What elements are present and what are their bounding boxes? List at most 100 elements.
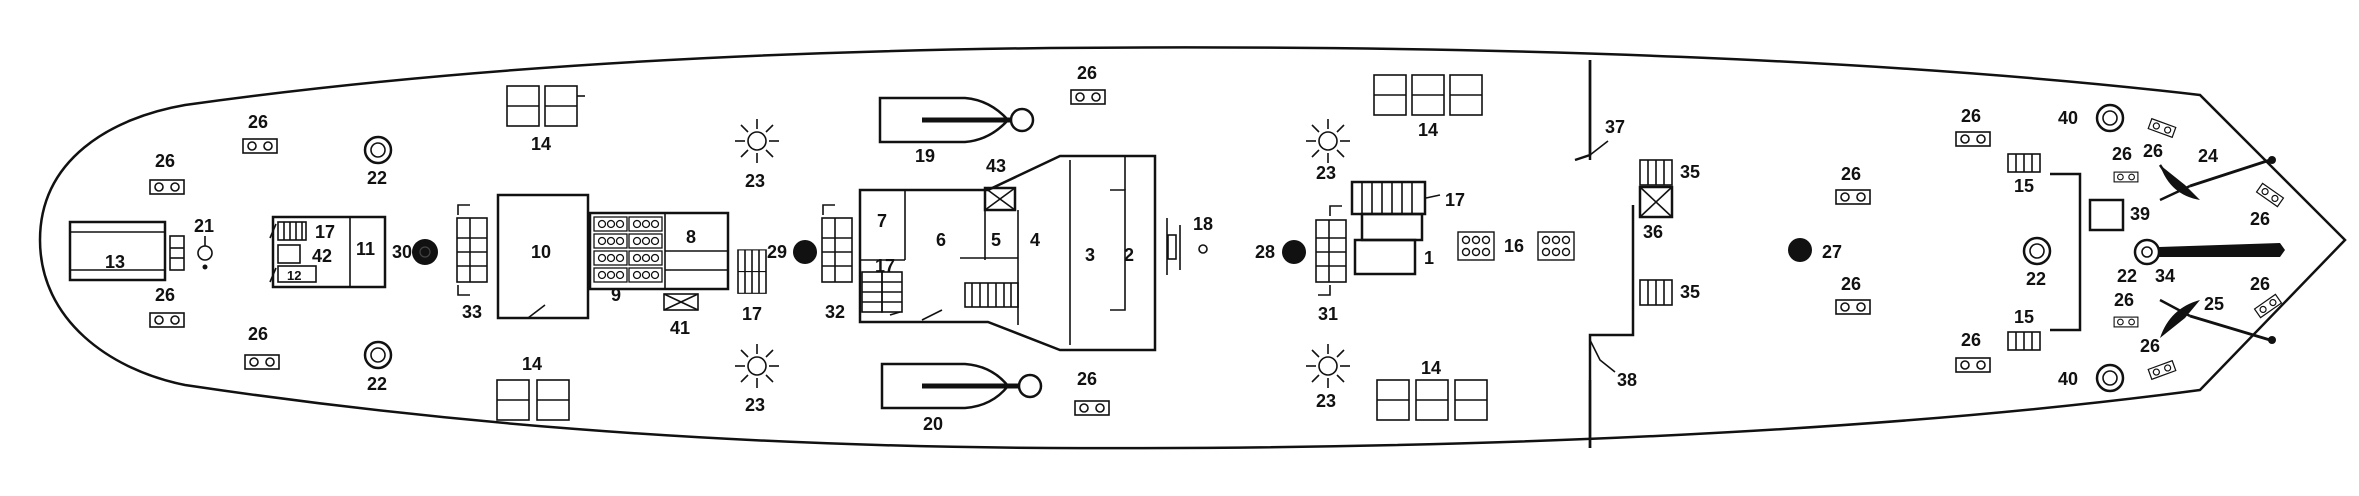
sun-icon — [734, 343, 780, 389]
label-29: 29 — [767, 242, 787, 262]
label-31: 31 — [1318, 304, 1338, 324]
label-15: 15 — [2014, 176, 2034, 196]
label-34: 34 — [2155, 266, 2175, 286]
stair-17 — [737, 249, 767, 295]
label-16: 16 — [1504, 236, 1524, 256]
bollard-pair — [244, 354, 280, 370]
storage-9 — [588, 211, 730, 291]
label-1: 1 — [1424, 248, 1434, 268]
main-deckhouse — [858, 154, 1157, 352]
box-39 — [2088, 198, 2125, 232]
bowsprit — [2133, 238, 2285, 266]
bollard-pair — [1835, 299, 1871, 315]
label-14: 14 — [522, 354, 542, 374]
label-17: 17 — [875, 256, 895, 276]
label-40: 40 — [2058, 369, 2078, 389]
label-22: 22 — [2117, 266, 2137, 286]
label-15: 15 — [2014, 307, 2034, 327]
aft-deckhouse — [269, 215, 387, 289]
label-25: 25 — [2204, 294, 2224, 314]
hatch-35-36 — [1638, 159, 1674, 306]
label-40: 40 — [2058, 108, 2078, 128]
forward-house — [1350, 180, 1441, 276]
label-23: 23 — [1316, 391, 1336, 411]
crate — [1454, 379, 1488, 421]
label-9: 9 — [611, 285, 621, 305]
crate — [1411, 74, 1445, 116]
label-26: 26 — [2250, 274, 2270, 294]
sun-icon — [1305, 343, 1351, 389]
label-26: 26 — [1841, 274, 1861, 294]
chain-locker-15 — [2007, 153, 2082, 351]
label-26: 26 — [1961, 106, 1981, 126]
ring-bollard — [363, 340, 393, 370]
ring-bollard — [363, 135, 393, 165]
box-41 — [663, 293, 699, 311]
sun-icon — [1305, 118, 1351, 164]
crate — [1415, 379, 1449, 421]
label-26: 26 — [1841, 164, 1861, 184]
label-18: 18 — [1193, 214, 1213, 234]
label-14: 14 — [531, 134, 551, 154]
lifeboat-19 — [878, 96, 1035, 144]
bollard-pair — [2113, 171, 2139, 183]
bollard-pair — [1074, 400, 1110, 416]
anchor-icon — [2159, 298, 2276, 344]
label-26: 26 — [2114, 290, 2134, 310]
crate — [1376, 379, 1410, 421]
label-43: 43 — [986, 156, 1006, 176]
ring-bollard — [2022, 236, 2052, 266]
bollard-pair — [149, 179, 185, 195]
label-26: 26 — [1077, 369, 1097, 389]
winch-icon — [2095, 103, 2125, 133]
bollard-pair — [2255, 182, 2285, 208]
label-2: 2 — [1124, 245, 1134, 265]
label-22: 22 — [367, 374, 387, 394]
bollard-pair — [1835, 189, 1871, 205]
lifeboat-20 — [880, 362, 1043, 410]
label-7: 7 — [877, 211, 887, 231]
bollard-pair — [2147, 360, 2177, 380]
sun-icon — [734, 118, 780, 164]
label-23: 23 — [745, 171, 765, 191]
label-6: 6 — [936, 230, 946, 250]
mast-icon — [1788, 238, 1812, 262]
label-23: 23 — [1316, 163, 1336, 183]
mast-icon — [1282, 240, 1306, 264]
label-26: 26 — [155, 285, 175, 305]
label-24: 24 — [2198, 146, 2218, 166]
label-26: 26 — [2250, 209, 2270, 229]
label-37: 37 — [1605, 117, 1625, 137]
label-38: 38 — [1617, 370, 1637, 390]
label-8: 8 — [686, 227, 696, 247]
bollard-pair — [2113, 316, 2139, 328]
bollard-pair — [1955, 131, 1991, 147]
bollard-pair — [2147, 118, 2177, 138]
label-20: 20 — [923, 414, 943, 434]
crate — [536, 379, 570, 421]
crate — [544, 85, 578, 127]
item-18 — [1166, 218, 1208, 275]
label-13: 13 — [105, 252, 125, 272]
label-23: 23 — [745, 395, 765, 415]
label-22: 22 — [367, 168, 387, 188]
label-14: 14 — [1418, 120, 1438, 140]
crate — [506, 85, 540, 127]
bollard-pair — [2253, 293, 2283, 319]
label-35: 35 — [1680, 162, 1700, 182]
label-19: 19 — [915, 146, 935, 166]
mast-icon — [412, 239, 438, 265]
label-10: 10 — [531, 242, 551, 262]
bollard-pair — [1070, 89, 1106, 105]
label-41: 41 — [670, 318, 690, 338]
winch-32 — [821, 204, 853, 283]
label-14: 14 — [1421, 358, 1441, 378]
label-26: 26 — [2143, 141, 2163, 161]
crate — [1449, 74, 1483, 116]
label-22: 22 — [2026, 269, 2046, 289]
anchor-icon — [2158, 156, 2276, 202]
cabin-10 — [496, 193, 590, 320]
winch-33 — [456, 204, 488, 296]
hull-outline — [38, 46, 2347, 450]
